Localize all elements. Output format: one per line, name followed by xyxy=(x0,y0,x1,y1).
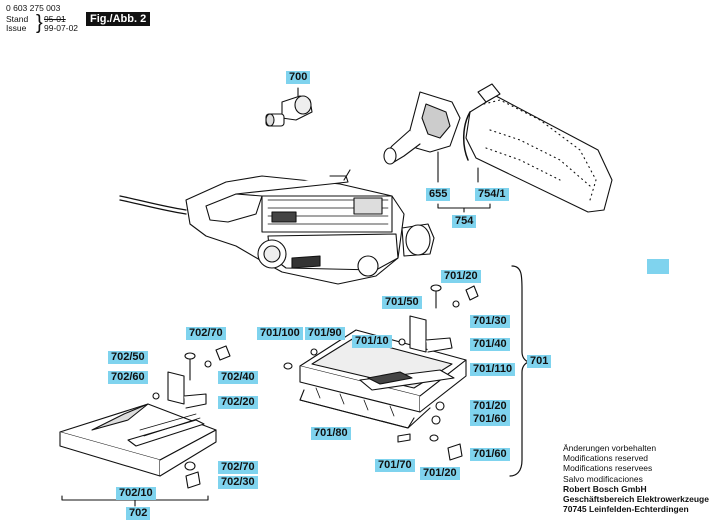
notes-block: Änderungen vorbehalten Modifications res… xyxy=(563,443,709,514)
note-line-6: Geschäftsbereich Elektrowerkzeuge xyxy=(563,494,709,505)
label-700: 700 xyxy=(286,71,311,84)
label-701-20-top: 701/20 xyxy=(441,270,481,283)
label-702-60: 702/60 xyxy=(108,371,148,384)
label-702-20: 702/20 xyxy=(218,396,258,409)
label-701-80: 701/80 xyxy=(311,427,351,440)
note-line-5: Robert Bosch GmbH xyxy=(563,483,647,494)
note-line-3: Modifications reservees xyxy=(563,463,653,474)
label-702-70-top: 702/70 xyxy=(186,327,226,340)
label-701-30: 701/30 xyxy=(470,315,510,328)
note-line-1: Änderungen vorbehalten xyxy=(563,443,657,453)
part-number: 0 603 275 003 xyxy=(6,3,61,13)
label-754-1: 754/1 xyxy=(475,188,509,201)
label-701-60-bottom: 701/60 xyxy=(470,448,510,461)
stand-value: 95-01 xyxy=(44,14,66,24)
label-754: 754 xyxy=(452,215,477,228)
label-701-100: 701/100 xyxy=(257,327,303,340)
label-702-10: 702/10 xyxy=(116,487,156,500)
sanding-frame-702 xyxy=(59,345,231,489)
nozzle-700 xyxy=(265,87,313,127)
header-brace: } xyxy=(36,12,43,34)
note-line-4: Salvo modificaciones xyxy=(563,473,643,484)
label-701-10: 701/10 xyxy=(352,335,392,348)
label-701-90: 701/90 xyxy=(305,327,345,340)
label-702-30: 702/30 xyxy=(218,476,258,489)
label-702-40: 702/40 xyxy=(218,371,258,384)
stand-label: Stand xyxy=(6,14,29,24)
label-701-20-bottom: 701/20 xyxy=(420,467,460,480)
figure-badge: Fig./Abb. 2 xyxy=(86,12,151,26)
adapter-655 xyxy=(383,91,461,183)
label-701-40: 701/40 xyxy=(470,338,510,351)
label-702-70-bottom: 702/70 xyxy=(218,461,258,474)
issue-label: Issue xyxy=(6,23,27,33)
label-702-50: 702/50 xyxy=(108,351,148,364)
highlight-swatch xyxy=(647,259,669,274)
belt-sander-body xyxy=(119,169,435,285)
label-701-110: 701/110 xyxy=(470,363,516,376)
label-655: 655 xyxy=(426,188,451,201)
label-702: 702 xyxy=(126,507,151,520)
label-701-70: 701/70 xyxy=(375,459,415,472)
issue-value: 99-07-02 xyxy=(44,23,79,33)
label-701-60-mid: 701/60 xyxy=(470,413,510,426)
label-701-20-mid: 701/20 xyxy=(470,400,510,413)
sanding-frame-701 xyxy=(283,284,479,461)
bracket-754 xyxy=(437,203,491,209)
note-line-2: Modifications reserved xyxy=(563,453,649,464)
dust-bag-754-1 xyxy=(463,83,613,213)
note-line-7: 70745 Leinfelden-Echterdingen xyxy=(563,504,689,515)
label-701-50: 701/50 xyxy=(382,296,422,309)
label-701: 701 xyxy=(527,355,552,368)
